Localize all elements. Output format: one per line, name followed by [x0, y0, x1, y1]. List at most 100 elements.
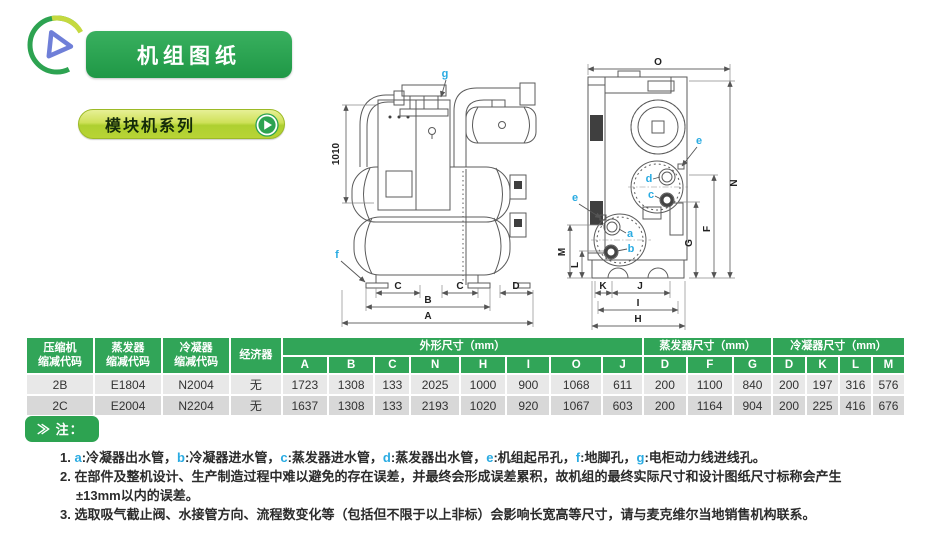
table-cell: N2004	[163, 375, 230, 395]
table-cell: 200	[773, 375, 806, 395]
dimensions-table: 压缩机缩减代码 蒸发器缩减代码 冷凝器缩减代码 经济器 外形尺寸（mm） 蒸发器…	[25, 336, 906, 417]
mounting-feet	[365, 275, 531, 289]
table-cell: 1067	[551, 396, 601, 416]
table-cell: 611	[603, 375, 643, 395]
table-cell: 904	[733, 396, 772, 416]
dim-col-header: J	[603, 357, 643, 374]
table-cell: 2C	[27, 396, 94, 416]
svg-text:D: D	[512, 281, 519, 292]
bottom-dimensions: C C D B A	[341, 281, 534, 327]
col-header-economizer: 经济器	[231, 338, 281, 374]
table-cell: 1308	[328, 396, 374, 416]
callout-f: f	[335, 249, 339, 261]
table-cell: 200	[644, 396, 686, 416]
table-cell: 200	[773, 396, 806, 416]
evaporator-end-circle	[628, 160, 688, 214]
table-cell: 2025	[411, 375, 459, 395]
note-item-1: 1. a:冷凝器出水管，b:冷凝器进水管，c:蒸发器进水管，d:蒸发器出水管，e…	[60, 450, 766, 465]
table-cell: 133	[375, 375, 410, 395]
table-cell: 2193	[411, 396, 459, 416]
table-cell: 1000	[460, 375, 506, 395]
svg-text:B: B	[424, 295, 431, 306]
svg-text:H: H	[634, 314, 641, 325]
svg-text:G: G	[684, 239, 695, 247]
logo-disc	[30, 18, 84, 72]
table-cell: 197	[807, 375, 838, 395]
table-cell: 900	[507, 375, 550, 395]
series-button-label: 模块机系列	[105, 118, 196, 135]
note-item-2: 2. 在部件及整机设计、生产制造过程中难以避免的存在误差，并最终会形成误差累积，…	[60, 469, 842, 503]
compressor-end-circle	[630, 99, 686, 155]
svg-text:M: M	[557, 248, 568, 256]
table-cell: 840	[733, 375, 772, 395]
table-cell: 576	[872, 375, 904, 395]
table-cell: 1020	[460, 396, 506, 416]
table-cell: 1100	[687, 375, 732, 395]
condenser-end-circle	[591, 213, 651, 267]
dim-col-header: I	[507, 357, 550, 374]
logo-yellow-arc	[27, 15, 87, 75]
svg-text:L: L	[570, 262, 581, 268]
table-cell: 416	[840, 396, 871, 416]
svg-text:A: A	[424, 311, 431, 322]
dim-col-header: D	[773, 357, 806, 374]
callout-d: d	[646, 173, 653, 185]
brand-logo-graphic	[27, 15, 87, 75]
svg-text:C: C	[394, 281, 401, 292]
play-icon	[255, 113, 279, 137]
svg-text:N: N	[729, 179, 740, 186]
heat-exchanger-vessels	[351, 166, 527, 285]
dimension-o: O	[587, 57, 731, 83]
note-badge: ≫ 注：	[25, 416, 99, 442]
svg-text:I: I	[637, 298, 640, 309]
callout-a: a	[627, 228, 634, 240]
dim-col-header: A	[282, 357, 327, 374]
table-cell: 1723	[282, 375, 327, 395]
dim-col-header: M	[872, 357, 904, 374]
dim-col-header: K	[807, 357, 838, 374]
dim-col-header: G	[733, 357, 772, 374]
dim-col-header: H	[460, 357, 506, 374]
notes-section: ≫ 注： 1. a:冷凝器出水管，b:冷凝器进水管，c:蒸发器进水管，d:蒸发器…	[25, 416, 885, 526]
svg-text:C: C	[456, 281, 463, 292]
table-cell: N2204	[163, 396, 230, 416]
oil-separator-cylinder	[465, 99, 537, 144]
brand-logo	[24, 12, 90, 78]
table-cell: 200	[644, 375, 686, 395]
front-view-drawing: 1010 C C D B A g f	[331, 68, 537, 327]
play-triangle-icon	[46, 30, 74, 59]
table-cell: E1804	[95, 375, 162, 395]
table-cell: 无	[231, 375, 281, 395]
left-dimensions: M L	[557, 224, 604, 279]
table-cell: 1068	[551, 375, 601, 395]
table-cell: 1637	[282, 396, 327, 416]
table-cell: 2B	[27, 375, 94, 395]
callout-e-right: e	[696, 135, 702, 147]
callout-c: c	[648, 189, 654, 201]
col-header-evaporator: 蒸发器缩减代码	[95, 338, 162, 374]
group-header-condenser-dims: 冷凝器尺寸（mm）	[773, 338, 904, 355]
svg-text:K: K	[599, 281, 607, 292]
dim-col-header: N	[411, 357, 459, 374]
dim-col-header: D	[644, 357, 686, 374]
callout-g: g	[442, 68, 449, 80]
table-cell: 133	[375, 396, 410, 416]
callout-e-left: e	[572, 192, 578, 204]
dim-col-header: B	[328, 357, 374, 374]
dim-col-header: O	[551, 357, 601, 374]
table-cell: 676	[872, 396, 904, 416]
table-cell: 920	[507, 396, 550, 416]
svg-text:O: O	[654, 57, 662, 68]
table-cell: 1308	[328, 375, 374, 395]
piping	[359, 82, 536, 167]
side-view-drawing: O N F G M L	[557, 57, 740, 330]
series-button[interactable]: 模块机系列	[78, 109, 285, 139]
table-cell: 225	[807, 396, 838, 416]
right-dimensions: N F G	[679, 80, 740, 279]
dimension-1010: 1010	[331, 104, 378, 204]
